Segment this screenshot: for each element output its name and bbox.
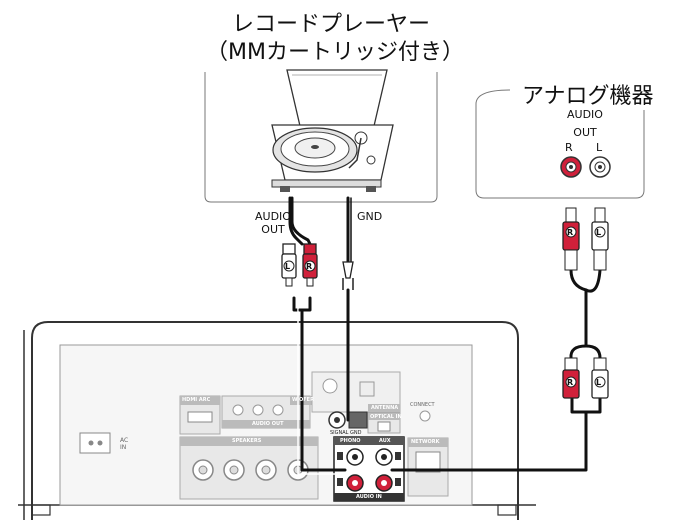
analog-audio-line1: AUDIO [567,108,603,121]
connect-label: CONNECT [410,402,435,408]
ac-in-label: AC IN [120,437,128,451]
analog-plugs-bottom [562,357,609,399]
speakers-label: SPEAKERS [232,438,262,444]
analog-l-label: L [596,141,603,154]
analog-device-title: アナログ機器 [518,78,658,110]
analog-audio-line2: OUT [573,126,597,139]
ac-in-socket [79,432,111,454]
audio-out-line2: OUT [261,223,285,236]
subwoofer-label: W.OFER [292,397,314,403]
network-port [415,451,441,473]
optical-in-label: OPTICAL IN [370,414,402,420]
analog-plug-r-bottom: R [567,378,574,387]
analog-r-label: R [565,141,573,154]
hdmi-arc-label: HDMI ARC [182,397,211,403]
turntable-subtitle: （MMカートリッジ付き） [206,40,464,65]
turntable-title: レコードプレーヤー [232,12,431,37]
analog-audio-out-label: AUDIO OUT [562,108,608,139]
turntable-icon [271,69,394,192]
hdmi-port [187,411,213,423]
turntable-frame [204,72,438,203]
aux-label: AUX [379,438,391,444]
gnd-label: GND [357,210,383,223]
turntable-plugs [281,243,354,290]
ac-in-line2: IN [120,444,127,451]
analog-plug-l-top: L [596,228,602,237]
signal-gnd-label: SIGNAL GND [330,430,362,436]
plug-r-label: R [306,262,313,271]
audio-in-label: AUDIO IN [356,494,382,500]
phono-label: PHONO [340,438,361,444]
audio-out-panel-label: AUDIO OUT [252,421,284,427]
analog-plugs-top [562,207,609,271]
cables [288,196,602,475]
analog-plug-l-bottom: L [596,378,602,387]
turntable-audio-out-label: AUDIO OUT [252,210,294,236]
analog-plug-r-top: R [567,228,574,237]
audio-out-line1: AUDIO [255,210,291,223]
antenna-label: ANTENNA [371,405,399,411]
network-label: NETWORK [411,439,440,445]
plug-l-label: L [285,262,291,271]
ac-in-line1: AC [120,437,129,444]
